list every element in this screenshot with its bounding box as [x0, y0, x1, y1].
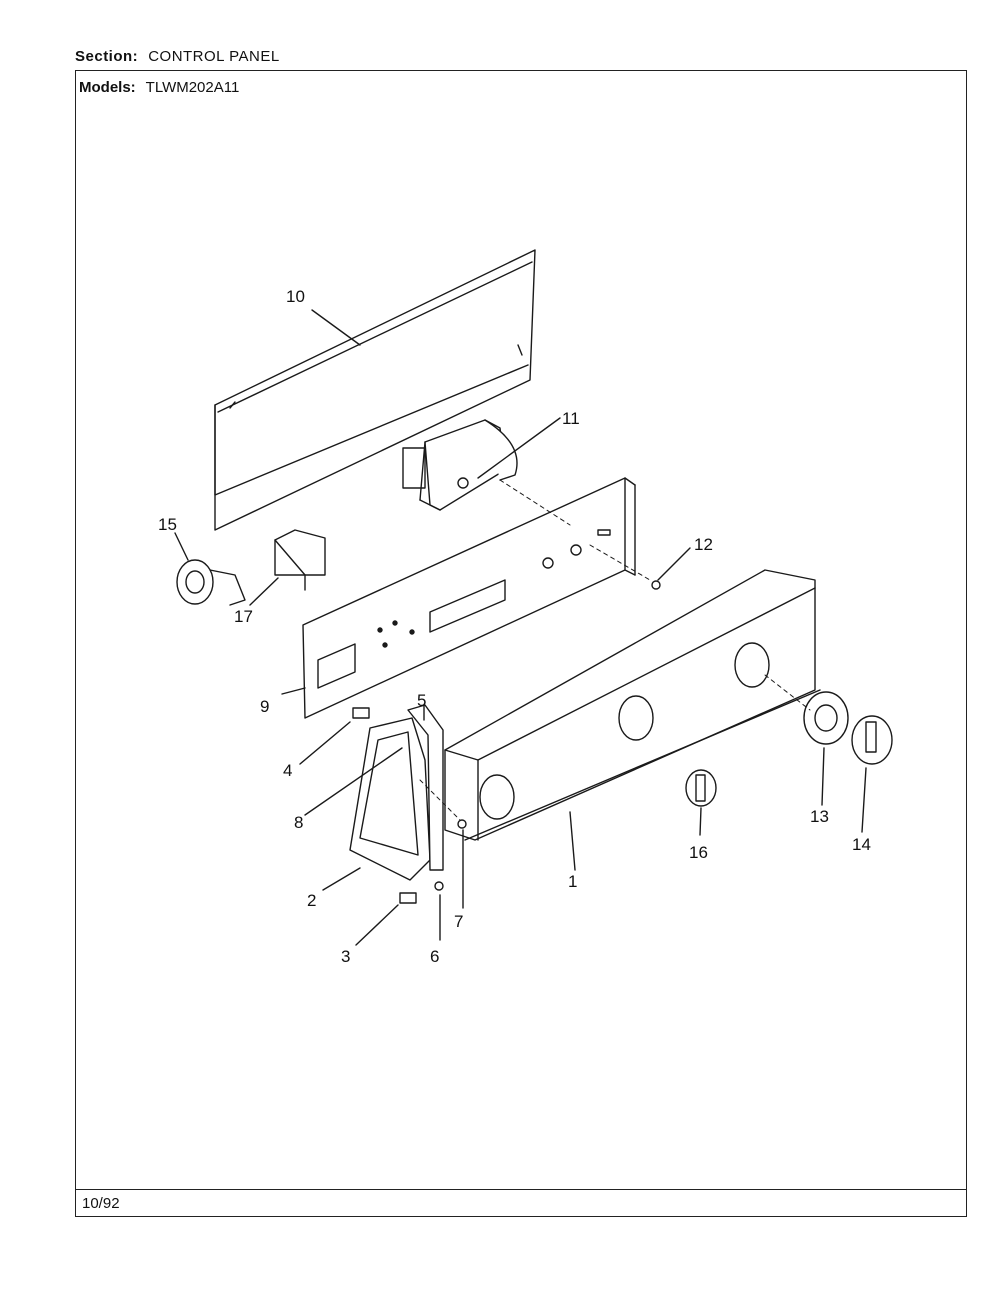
models-value: TLWM202A11: [145, 79, 240, 96]
part-11-timer: [402, 419, 518, 511]
callout-5: 5: [417, 691, 426, 710]
leader-lines: [174, 309, 867, 946]
part-7-screw: [457, 819, 467, 829]
callout-16: 16: [689, 843, 708, 862]
callout-14: 14: [852, 835, 871, 854]
callout-15: 15: [158, 515, 177, 534]
part-9-console-back: [302, 477, 636, 719]
alignment-lines: [419, 479, 811, 821]
callout-7: 7: [454, 912, 463, 931]
part-13-dial-skirt: [803, 691, 849, 745]
callout-1: 1: [568, 872, 577, 891]
part-1-console-front: [444, 569, 821, 841]
callout-3: 3: [341, 947, 350, 966]
callout-4: 4: [283, 761, 292, 780]
part-17-switch: [274, 529, 326, 591]
part-2-lens-frame: [349, 717, 431, 881]
callout-6: 6: [430, 947, 439, 966]
part-16-knob: [685, 769, 717, 807]
callout-9: 9: [260, 697, 269, 716]
callout-10: 10: [286, 287, 305, 306]
callout-2: 2: [307, 891, 316, 910]
callout-11: 11: [562, 409, 580, 428]
section-value: CONTROL PANEL: [148, 48, 280, 65]
diagram-frame: Models: TLWM202A11 10/92: [75, 70, 967, 1217]
models-label: Models:: [79, 79, 136, 96]
callout-13: 13: [810, 807, 829, 826]
callout-12: 12: [694, 535, 713, 554]
callout-17: 17: [234, 607, 253, 626]
section-label: Section:: [75, 48, 139, 65]
part-15-pulley: [176, 559, 246, 606]
part-5-trim: [407, 704, 444, 871]
footer-date: 10/92: [82, 1195, 120, 1212]
part-3-clip: [399, 892, 417, 904]
footer-divider: [76, 1189, 966, 1190]
part-14-knob: [851, 715, 893, 765]
part-6-screw: [434, 881, 444, 891]
section-header: Section: CONTROL PANEL: [75, 48, 280, 65]
part-12-screw: [651, 580, 661, 590]
models-header: Models: TLWM202A11: [79, 79, 239, 96]
part-10-rear-panel: [214, 249, 536, 531]
callout-8: 8: [294, 813, 303, 832]
part-4-clip: [352, 707, 370, 719]
